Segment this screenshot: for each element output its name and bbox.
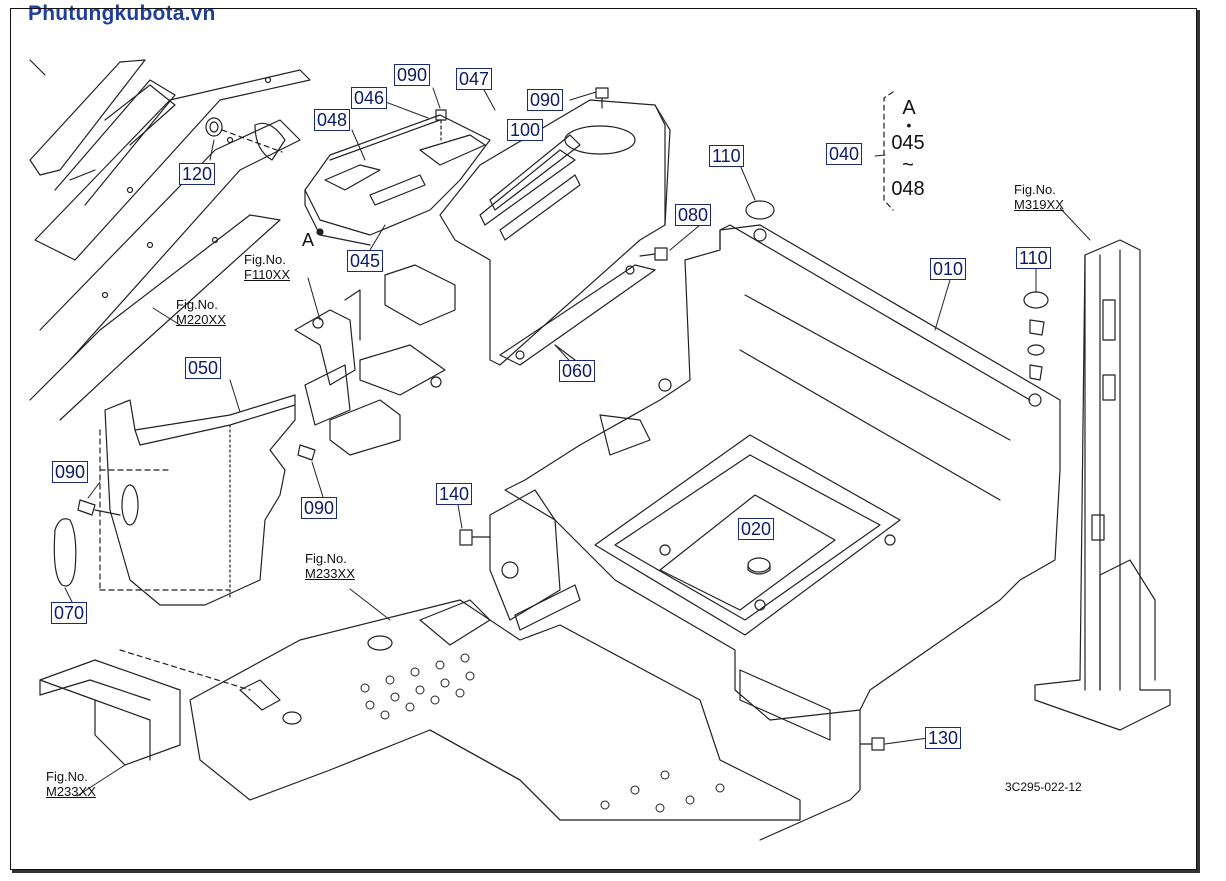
bracket-060 bbox=[499, 264, 656, 366]
floor-plate-lower bbox=[189, 599, 801, 821]
console-housing bbox=[439, 99, 671, 366]
part-label-120[interactable]: 120 bbox=[179, 163, 216, 185]
part-label-060[interactable]: 060 bbox=[559, 360, 596, 382]
part-label-010[interactable]: 010 bbox=[930, 258, 967, 280]
grommet-120 bbox=[205, 117, 286, 161]
fig-ref-code: M233XX bbox=[305, 566, 355, 581]
fig-ref-code: M233XX bbox=[46, 784, 96, 799]
view-marker: A bbox=[302, 230, 315, 250]
fig-ref-code: M220XX bbox=[176, 312, 226, 327]
part-label-050[interactable]: 050 bbox=[185, 357, 222, 379]
cab-frame-outline bbox=[29, 59, 311, 421]
part-label-047[interactable]: 047 bbox=[456, 68, 493, 90]
part-label-100[interactable]: 100 bbox=[507, 119, 544, 141]
bolts bbox=[435, 87, 885, 751]
frame-shadow-bottom bbox=[12, 870, 1200, 873]
fig-ref-m233[interactable]: Fig.No. M233XX bbox=[46, 769, 96, 799]
stand-post bbox=[1034, 239, 1171, 731]
part-label-046[interactable]: 046 bbox=[351, 87, 388, 109]
floor-panel-010 bbox=[489, 224, 1061, 841]
part-label-110[interactable]: 110 bbox=[709, 145, 744, 167]
fig-ref-m233[interactable]: Fig.No. M233XX bbox=[305, 551, 355, 581]
fig-ref-f110[interactable]: Fig.No. F110XX bbox=[244, 252, 290, 282]
marker-dot bbox=[316, 228, 324, 236]
part-label-048[interactable]: 048 bbox=[314, 109, 351, 131]
part-label-090[interactable]: 090 bbox=[527, 89, 564, 111]
part-label-140[interactable]: 140 bbox=[436, 483, 473, 505]
fig-ref-m220[interactable]: Fig.No. M220XX bbox=[176, 297, 226, 327]
bracket-m233 bbox=[39, 649, 251, 766]
fig-ref-label: Fig.No. bbox=[1014, 182, 1056, 197]
fig-ref-m319[interactable]: Fig.No. M319XX bbox=[1014, 182, 1064, 212]
group-marker: A bbox=[902, 97, 916, 119]
fig-ref-code: F110XX bbox=[244, 267, 291, 282]
leader-lines bbox=[64, 87, 1091, 797]
side-cover-050 bbox=[99, 394, 296, 606]
drawing-code: 3C295-022-12 bbox=[1005, 780, 1082, 794]
fig-ref-label: Fig.No. bbox=[305, 551, 347, 566]
part-label-090[interactable]: 090 bbox=[394, 64, 431, 86]
group-from: 045 bbox=[891, 132, 925, 154]
part-label-090[interactable]: 090 bbox=[52, 461, 89, 483]
lever-bracket-assembly bbox=[294, 264, 456, 456]
part-label-090[interactable]: 090 bbox=[301, 497, 338, 519]
fig-ref-label: Fig.No. bbox=[46, 769, 88, 784]
plug-020 bbox=[747, 557, 771, 575]
group-dot: • bbox=[906, 117, 912, 133]
frame-shadow-right bbox=[1197, 10, 1200, 872]
fig-ref-label: Fig.No. bbox=[244, 252, 286, 267]
part-label-040[interactable]: 040 bbox=[826, 143, 863, 165]
group-bracket bbox=[883, 91, 894, 211]
fig-ref-label: Fig.No. bbox=[176, 297, 218, 312]
group-to: 048 bbox=[891, 178, 925, 200]
part-label-130[interactable]: 130 bbox=[925, 727, 962, 749]
control-panel-cover bbox=[304, 114, 491, 246]
group-tilde: ~ bbox=[902, 154, 914, 176]
part-label-070[interactable]: 070 bbox=[51, 602, 88, 624]
drawing-frame bbox=[10, 8, 1197, 870]
part-label-110[interactable]: 110 bbox=[1016, 247, 1051, 269]
cap-110 bbox=[745, 200, 1049, 381]
gasket-070 bbox=[53, 518, 77, 587]
site-title[interactable]: Phutungkubota.vn bbox=[28, 2, 216, 25]
fig-ref-code: M319XX bbox=[1014, 197, 1064, 212]
part-label-080[interactable]: 080 bbox=[675, 204, 712, 226]
bolt-090-left bbox=[77, 444, 316, 516]
part-label-020[interactable]: 020 bbox=[738, 518, 775, 540]
part-label-045[interactable]: 045 bbox=[347, 250, 384, 272]
